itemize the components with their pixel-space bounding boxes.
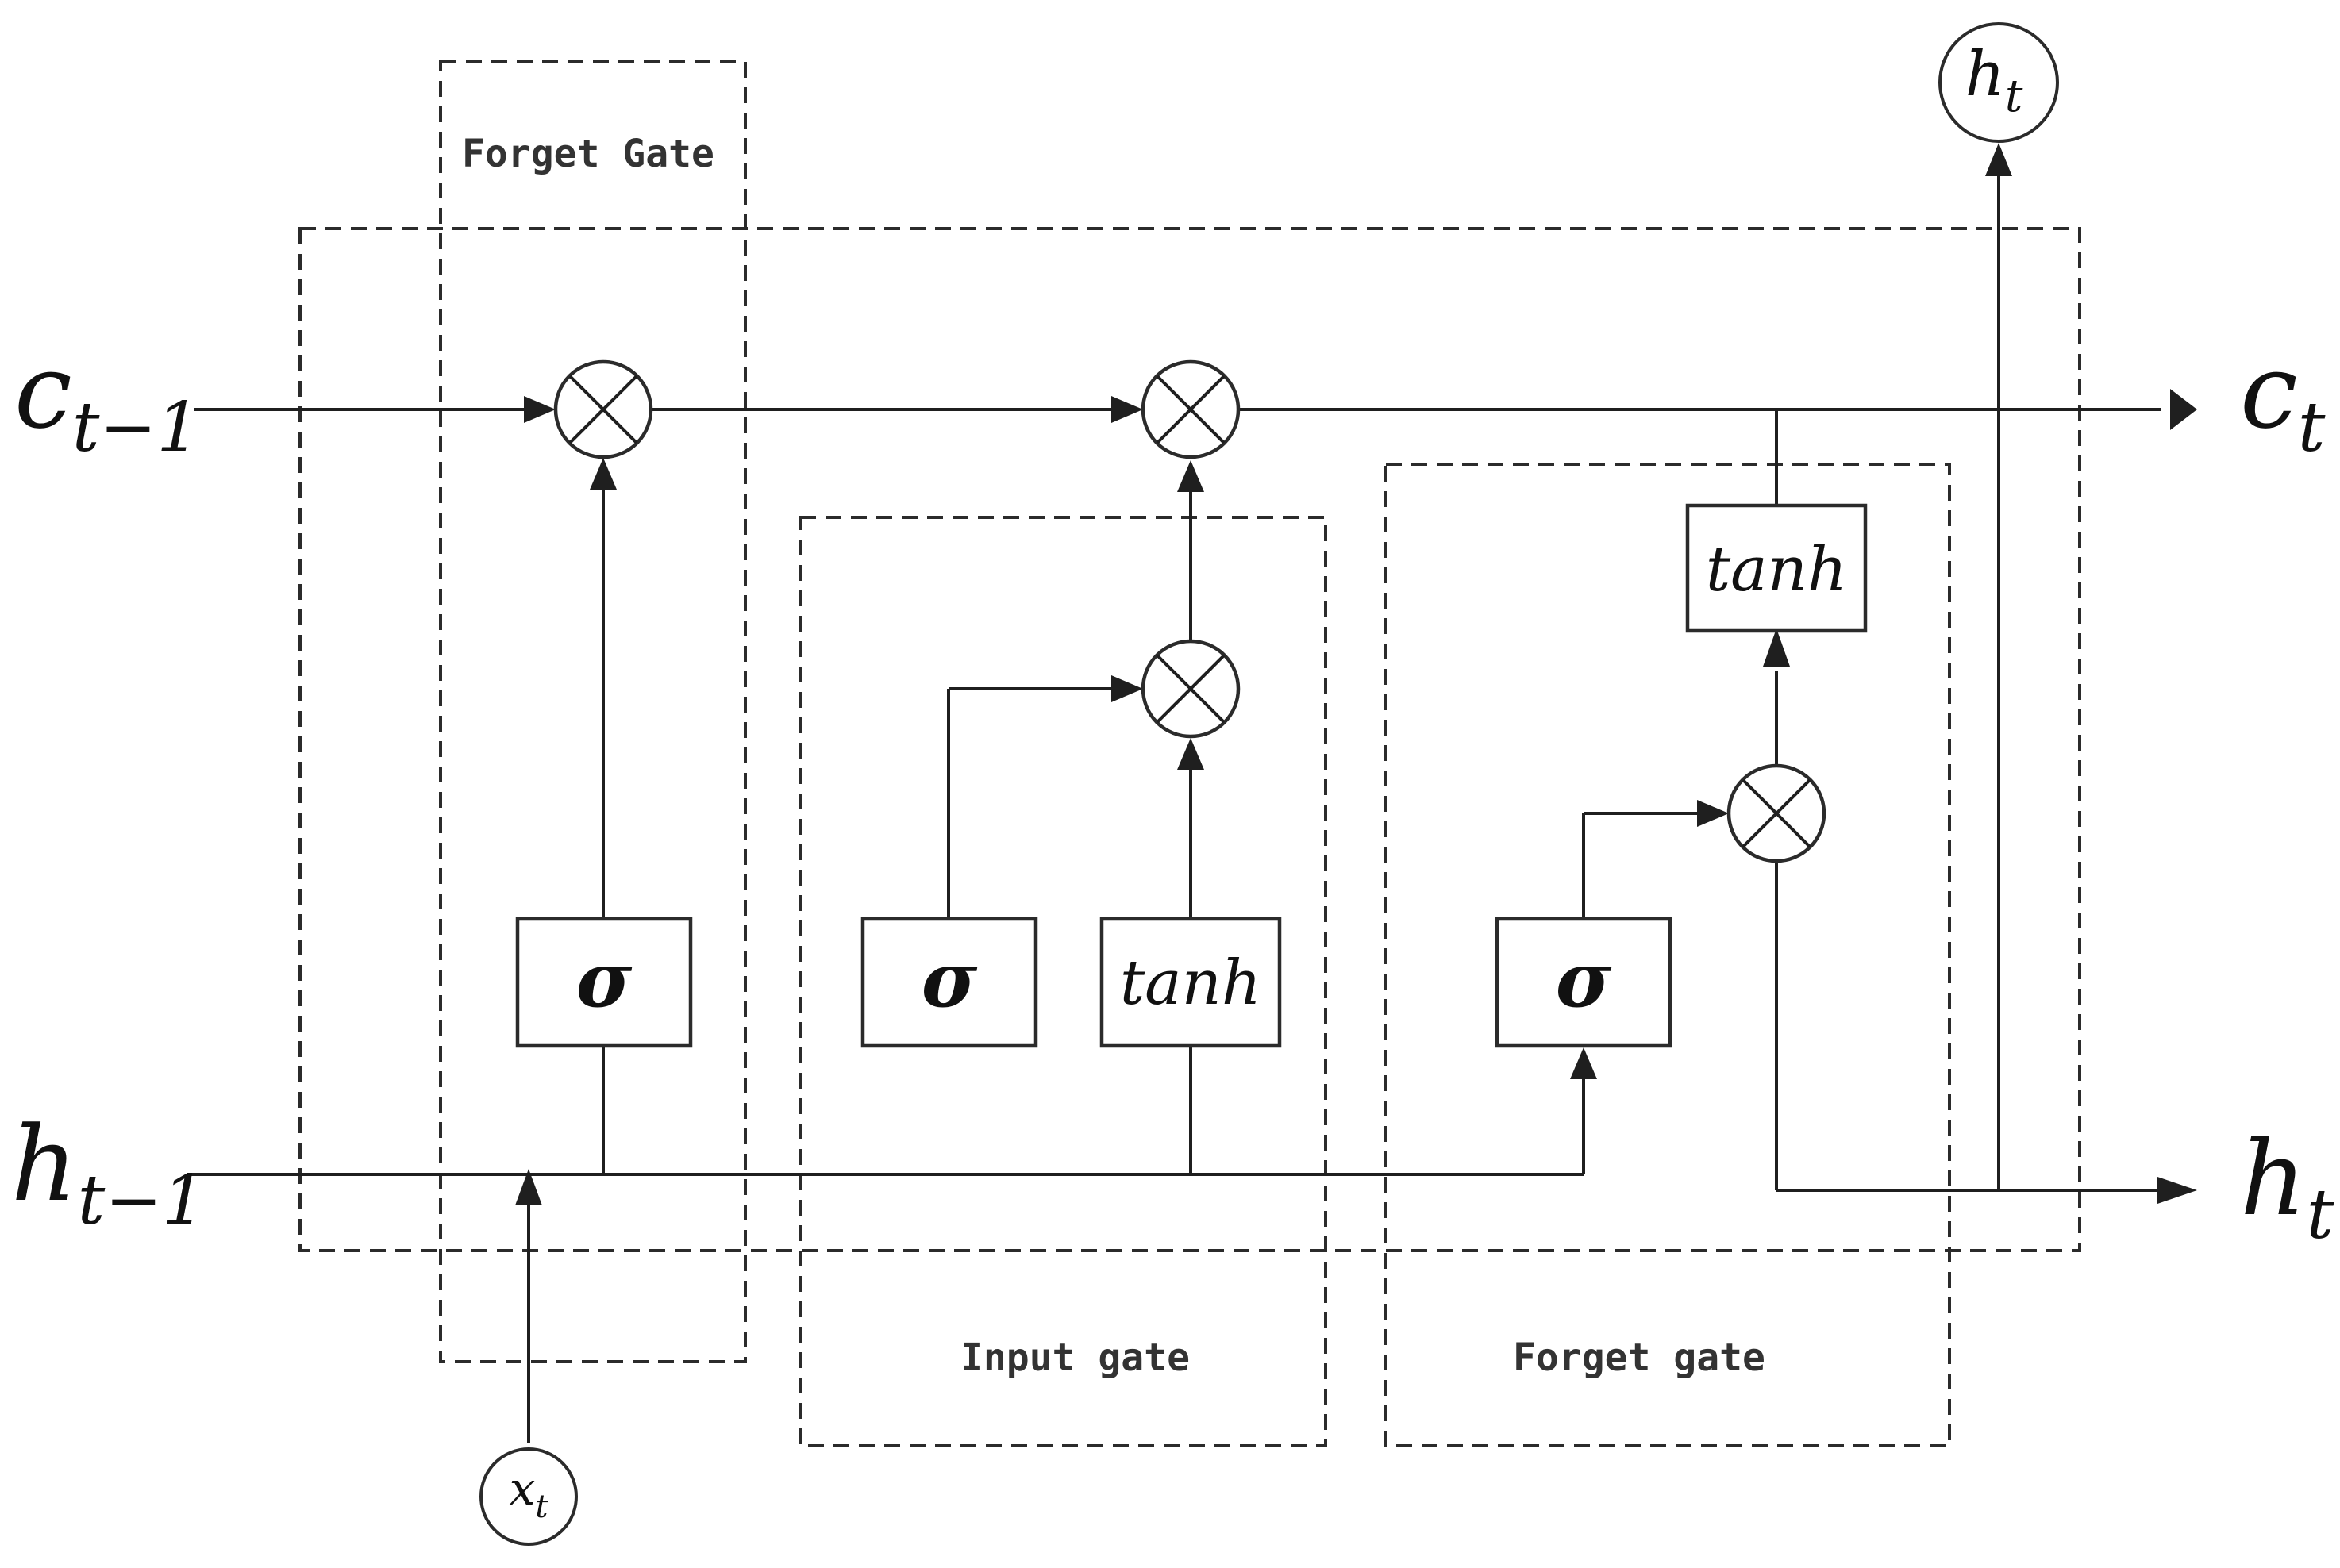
sigma-output-box (1495, 917, 1672, 1048)
tanh-output-label: tanh (1706, 534, 1847, 605)
lstm-cell-boundary (298, 227, 2081, 1252)
sigma-forget-box (515, 917, 693, 1048)
x-t-node (479, 1447, 578, 1546)
h-prev-label: ht−1 (11, 1104, 206, 1240)
c-t-output-label: ct (2240, 331, 2326, 467)
multiply-op-cell (1141, 359, 1241, 459)
multiply-op-input (1141, 639, 1241, 739)
tanh-output-box (1685, 503, 1868, 633)
multiply-op-output (1726, 763, 1826, 863)
input-gate-region (799, 516, 1327, 1447)
forget-gate-label-bottom: Forget gate (1513, 1335, 1765, 1380)
sigma-input-box (860, 917, 1038, 1048)
sigma-input-label: σ (922, 935, 978, 1024)
connections (187, 171, 2161, 1443)
forget-gate-label-top: Forget Gate (462, 132, 714, 176)
sigma-output-label: σ (1556, 935, 1612, 1024)
c-prev-label: ct−1 (14, 331, 200, 467)
forget-gate-region-top (439, 60, 747, 1363)
arrowheads (515, 143, 2197, 1205)
multiply-op-forget (553, 359, 653, 459)
input-gate-label: Input gate (960, 1335, 1190, 1380)
h-t-top-label: ht (1965, 39, 2023, 122)
tanh-input-label: tanh (1120, 947, 1261, 1019)
forget-gate-region-bottom (1384, 463, 1951, 1447)
h-t-output-label: ht (2240, 1118, 2334, 1255)
x-t-label: xt (510, 1462, 549, 1525)
h-t-top-node (1938, 22, 2059, 143)
tanh-input-box (1099, 917, 1282, 1048)
sigma-forget-label: σ (576, 935, 633, 1024)
